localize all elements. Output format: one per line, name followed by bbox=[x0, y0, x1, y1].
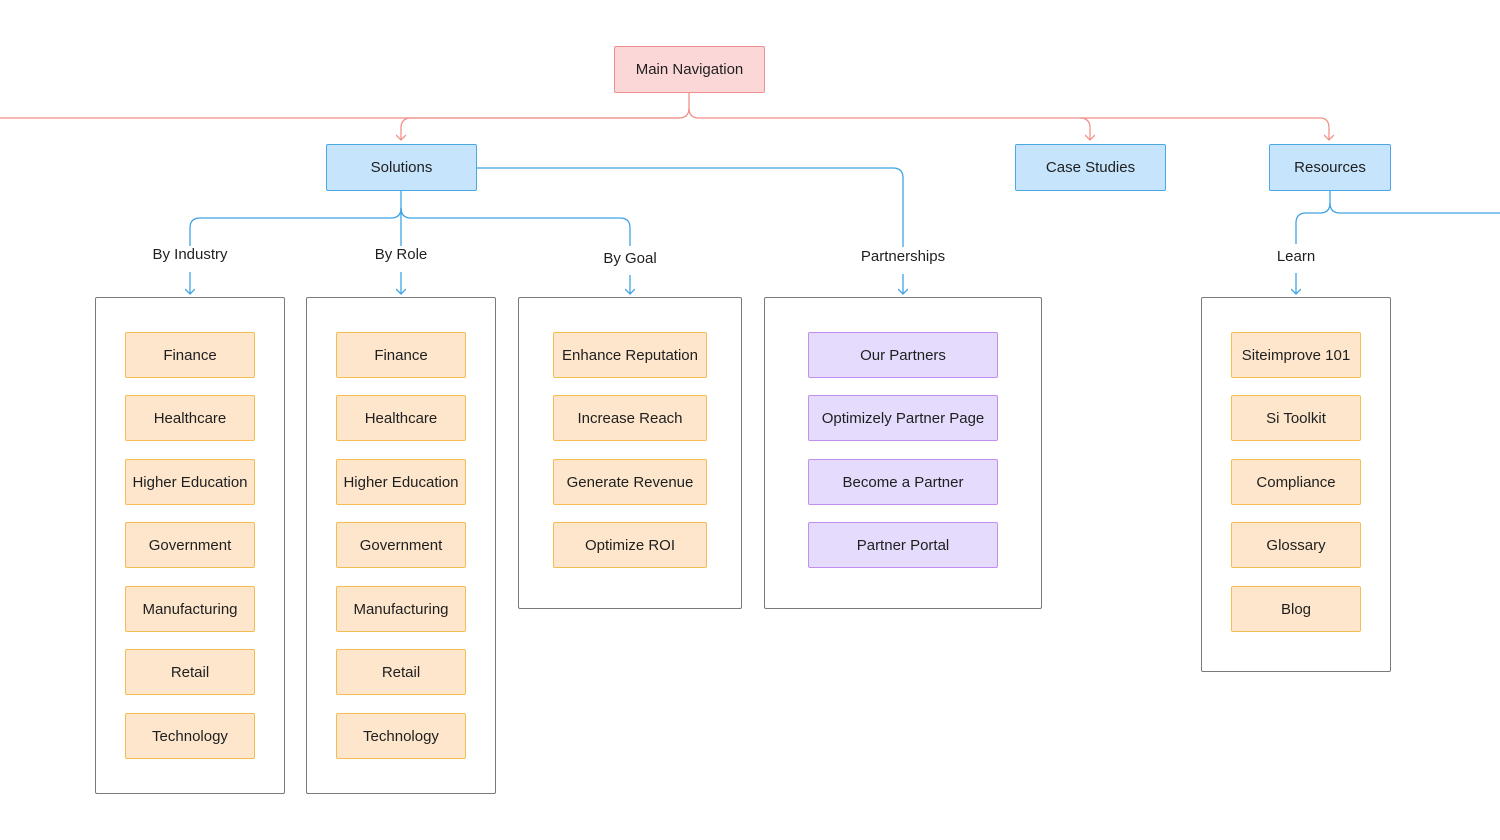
by-industry-item[interactable]: Healthcare bbox=[125, 395, 255, 441]
learn-item[interactable]: Si Toolkit bbox=[1231, 395, 1361, 441]
by-industry-item[interactable]: Finance bbox=[125, 332, 255, 378]
learn-item[interactable]: Siteimprove 101 bbox=[1231, 332, 1361, 378]
by-role-item[interactable]: Retail bbox=[336, 649, 466, 695]
learn-label: Learn bbox=[1274, 248, 1318, 265]
partnerships-label: Partnerships bbox=[858, 248, 948, 265]
root-trunk-right bbox=[688, 107, 1329, 140]
partnerships-item[interactable]: Become a Partner bbox=[808, 459, 998, 505]
root-to-solutions bbox=[401, 117, 679, 140]
by-industry-item[interactable]: Technology bbox=[125, 713, 255, 759]
by-role-item[interactable]: Higher Education bbox=[336, 459, 466, 505]
by-role-item[interactable]: Government bbox=[336, 522, 466, 568]
by-industry-item[interactable]: Retail bbox=[125, 649, 255, 695]
learn-item[interactable]: Compliance bbox=[1231, 459, 1361, 505]
resources-trunk bbox=[1295, 191, 1331, 244]
to-by-goal bbox=[400, 207, 631, 246]
by-industry-label: By Industry bbox=[150, 246, 230, 263]
to-partnerships bbox=[477, 167, 904, 247]
partnerships-item[interactable]: Our Partners bbox=[808, 332, 998, 378]
partnerships-item[interactable]: Partner Portal bbox=[808, 522, 998, 568]
root-trunk bbox=[0, 93, 690, 119]
by-goal-label: By Goal bbox=[601, 250, 659, 267]
by-role-item[interactable]: Manufacturing bbox=[336, 586, 466, 632]
solutions-connectors bbox=[189, 167, 904, 294]
by-role-label: By Role bbox=[372, 246, 430, 263]
resources-node[interactable]: Resources bbox=[1269, 144, 1391, 191]
by-industry-item[interactable]: Government bbox=[125, 522, 255, 568]
partnerships-item[interactable]: Optimizely Partner Page bbox=[808, 395, 998, 441]
by-role-item[interactable]: Healthcare bbox=[336, 395, 466, 441]
by-industry-item[interactable]: Higher Education bbox=[125, 459, 255, 505]
by-goal-item[interactable]: Optimize ROI bbox=[553, 522, 707, 568]
by-goal-item[interactable]: Enhance Reputation bbox=[553, 332, 707, 378]
root-to-case-studies bbox=[1079, 117, 1090, 140]
by-role-item[interactable]: Technology bbox=[336, 713, 466, 759]
resources-right bbox=[1329, 202, 1500, 214]
learn-item[interactable]: Blog bbox=[1231, 586, 1361, 632]
solutions-node[interactable]: Solutions bbox=[326, 144, 477, 191]
main-navigation-node[interactable]: Main Navigation bbox=[614, 46, 765, 93]
resources-connectors bbox=[1296, 191, 1500, 294]
by-role-item[interactable]: Finance bbox=[336, 332, 466, 378]
root-connectors bbox=[0, 93, 1329, 140]
by-industry-item[interactable]: Manufacturing bbox=[125, 586, 255, 632]
case-studies-node[interactable]: Case Studies bbox=[1015, 144, 1166, 191]
to-by-industry bbox=[189, 207, 402, 246]
by-goal-item[interactable]: Generate Revenue bbox=[553, 459, 707, 505]
learn-item[interactable]: Glossary bbox=[1231, 522, 1361, 568]
by-goal-item[interactable]: Increase Reach bbox=[553, 395, 707, 441]
